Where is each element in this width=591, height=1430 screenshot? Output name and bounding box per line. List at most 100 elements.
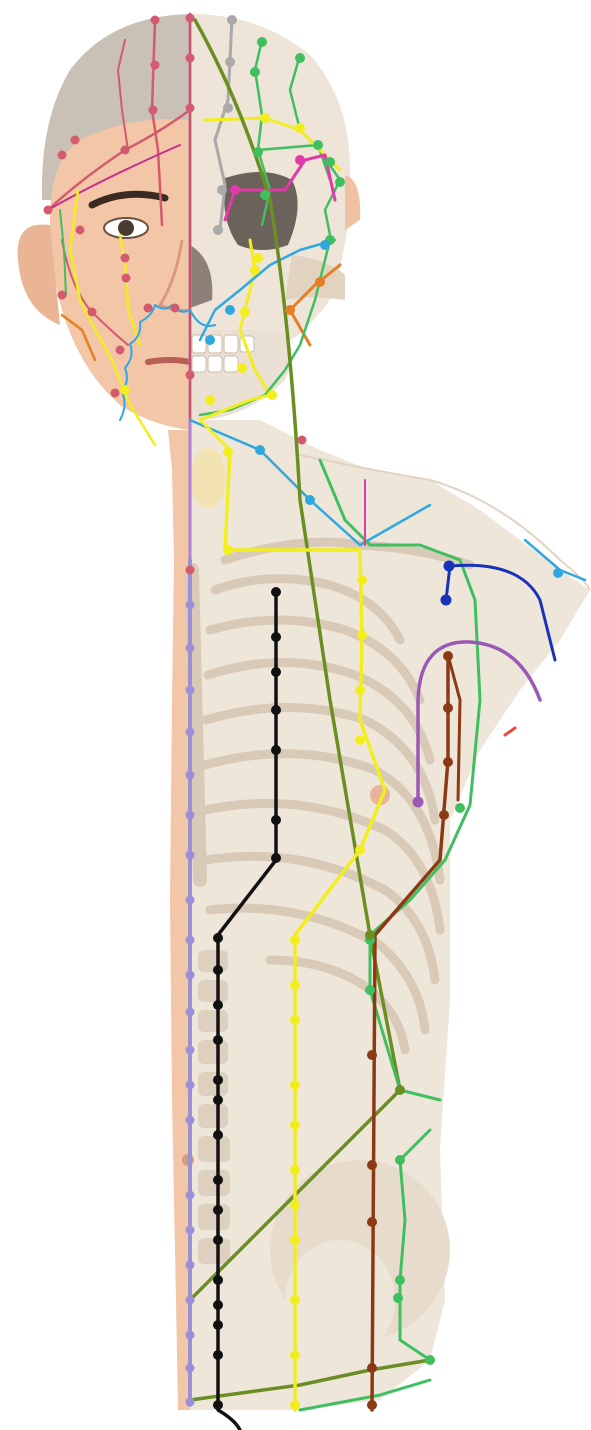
acupoint xyxy=(298,436,307,445)
acupoint xyxy=(186,644,195,653)
acupoint xyxy=(290,1400,300,1410)
acupoint xyxy=(290,1200,300,1210)
acupoint xyxy=(413,797,424,808)
acupoint xyxy=(151,16,160,25)
acupoint xyxy=(320,240,330,250)
acupoint xyxy=(455,803,465,813)
acupoint xyxy=(313,140,323,150)
acupoint xyxy=(217,185,227,195)
acupoint xyxy=(186,1191,195,1200)
acupoint xyxy=(290,1235,300,1245)
acupoint xyxy=(213,1175,223,1185)
acupoint xyxy=(120,385,130,395)
acupoint xyxy=(443,757,453,767)
acupoint xyxy=(260,190,270,200)
acupoint xyxy=(186,601,195,610)
acupoint xyxy=(395,1155,405,1165)
acupoint xyxy=(76,226,85,235)
acupoint xyxy=(186,1398,195,1407)
acupoint xyxy=(58,291,67,300)
acupoint xyxy=(365,985,375,995)
acupoint xyxy=(290,1350,300,1360)
acupoint xyxy=(271,815,281,825)
acupoint xyxy=(290,1080,300,1090)
acupoint xyxy=(367,1160,377,1170)
acupoint xyxy=(223,447,233,457)
acupoint xyxy=(121,254,130,263)
acupoint xyxy=(186,54,195,63)
acupoint xyxy=(213,933,223,943)
acupoint xyxy=(253,147,263,157)
acupoint xyxy=(271,745,281,755)
eye-socket xyxy=(224,172,298,250)
acupoint xyxy=(250,265,260,275)
acupoint xyxy=(271,667,281,677)
acupoint xyxy=(186,1226,195,1235)
acupoint xyxy=(186,728,195,737)
acupoint xyxy=(122,274,131,283)
acupoint xyxy=(240,307,250,317)
acupoint xyxy=(186,771,195,780)
acupoint xyxy=(290,980,300,990)
acupoint xyxy=(355,735,365,745)
acupoint xyxy=(213,1300,223,1310)
acupoint xyxy=(186,686,195,695)
acupoint xyxy=(237,363,247,373)
vertebra xyxy=(198,1010,228,1032)
acupoint xyxy=(205,395,215,405)
acupoint xyxy=(186,1261,195,1270)
acupoint xyxy=(186,1364,195,1373)
acupoint xyxy=(116,346,125,355)
acupoint xyxy=(44,206,53,215)
acupoint xyxy=(335,177,345,187)
acupoint xyxy=(290,1120,300,1130)
spine xyxy=(198,950,230,1264)
acupoint xyxy=(186,936,195,945)
acupoint xyxy=(295,155,305,165)
acupoint xyxy=(186,1296,195,1305)
acupoint xyxy=(271,632,281,642)
vertebra xyxy=(198,1136,230,1162)
acupoint xyxy=(290,1015,300,1025)
skull-ear xyxy=(345,175,360,230)
acupoint xyxy=(213,965,223,975)
acupoint xyxy=(58,151,67,160)
acupoint xyxy=(223,103,233,113)
iris xyxy=(118,220,134,236)
acupoint xyxy=(290,935,300,945)
acupoint xyxy=(325,157,335,167)
pelvis-inner xyxy=(285,1240,395,1360)
acupoint xyxy=(144,304,153,313)
acupoint xyxy=(393,1293,403,1303)
heart-chest-mark xyxy=(505,728,515,735)
acupoint xyxy=(186,566,195,575)
acupoint xyxy=(149,106,158,115)
acupoint xyxy=(186,1008,195,1017)
acupoint xyxy=(395,1275,405,1285)
acupoint xyxy=(186,971,195,980)
acupoint xyxy=(230,185,240,195)
acupoint xyxy=(186,1116,195,1125)
acupoint xyxy=(213,225,223,235)
acupoint xyxy=(88,308,97,317)
acupoint xyxy=(186,811,195,820)
vertebra xyxy=(198,1072,228,1096)
acupoint xyxy=(271,853,281,863)
acupoint xyxy=(290,1295,300,1305)
acupoint xyxy=(223,545,233,555)
acupoint xyxy=(205,335,215,345)
acupoint xyxy=(213,1400,223,1410)
acupoint xyxy=(367,1217,377,1227)
acupoint xyxy=(151,61,160,70)
acupoint xyxy=(290,1165,300,1175)
thyroid-cartilage xyxy=(190,448,226,508)
mouth xyxy=(148,360,190,362)
acupoint xyxy=(71,136,80,145)
acupoint xyxy=(443,703,453,713)
acupoint xyxy=(295,53,305,63)
acupoint xyxy=(285,305,295,315)
acupoint xyxy=(186,851,195,860)
acupoint xyxy=(553,568,563,578)
acupoint xyxy=(186,14,195,23)
